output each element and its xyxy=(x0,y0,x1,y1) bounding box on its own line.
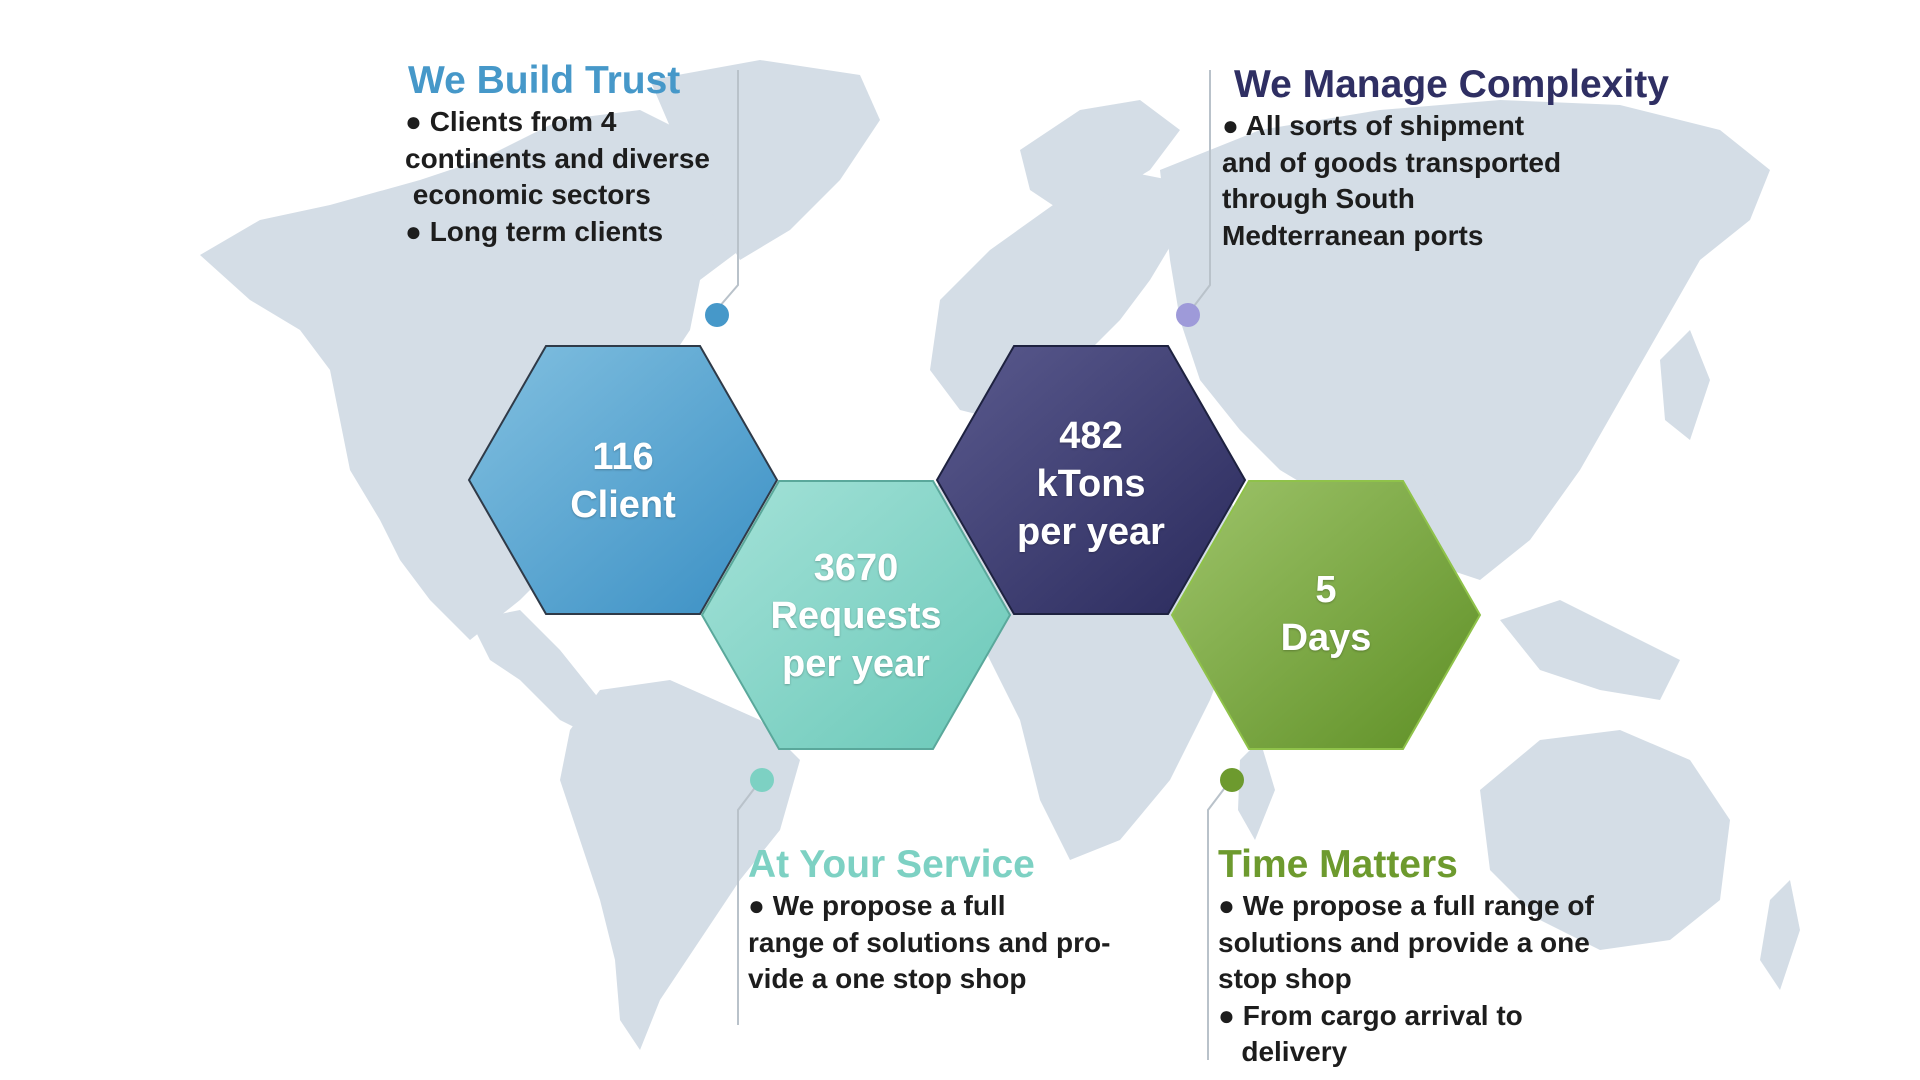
hexagon-ktons xyxy=(935,345,1247,615)
madagascar-shape xyxy=(1238,740,1275,840)
scandinavia-shape xyxy=(1020,100,1180,210)
hexagon-requests-value: 3670 xyxy=(813,547,899,589)
info-title-trust: We Build Trust xyxy=(408,59,681,102)
info-block-complexity: We Manage Complexity ● All sorts of ship… xyxy=(1222,62,1669,254)
europe-shape xyxy=(930,170,1180,420)
hexagon-requests xyxy=(700,480,1012,750)
info-block-trust: We Build Trust ● Clients from 4 continen… xyxy=(405,58,710,250)
hexagon-ktons-value: 482 xyxy=(1059,415,1123,457)
info-line: delivery xyxy=(1218,1036,1348,1067)
hexagon-clients xyxy=(467,345,779,615)
australia-shape xyxy=(1480,730,1730,950)
dot-trust xyxy=(705,303,729,327)
info-line: ● Clients from 4 xyxy=(405,106,617,137)
info-line: Medterranean ports xyxy=(1222,219,1484,251)
hexagon-days-label: Days xyxy=(1280,617,1372,659)
info-block-service: At Your Service ● We propose a full rang… xyxy=(748,842,1110,998)
hexagon-clients-label: Client xyxy=(570,484,676,526)
info-bullets-service: ● We propose a full range of solutions a… xyxy=(748,888,1110,998)
info-line: through South xyxy=(1222,183,1415,214)
asia-shape xyxy=(1160,100,1770,580)
info-title-time: Time Matters xyxy=(1218,843,1458,886)
connector-service xyxy=(737,780,761,1025)
info-bullets-complexity: ● All sorts of shipment and of goods tra… xyxy=(1222,108,1669,254)
info-line: and of goods transported xyxy=(1222,146,1562,178)
info-line: ● We propose a full xyxy=(748,890,1006,921)
hexagon-clients-value: 116 xyxy=(592,436,654,478)
dot-time xyxy=(1220,768,1244,792)
new-zealand-shape xyxy=(1760,880,1800,990)
info-line: vide a one stop shop xyxy=(748,963,1027,994)
hexagon-requests-unit: per year xyxy=(782,643,930,685)
info-line: ● From cargo arrival to xyxy=(1218,999,1523,1031)
info-bullets-trust: ● Clients from 4 continents and diverse … xyxy=(405,104,710,250)
dot-complexity xyxy=(1176,303,1200,327)
info-line: economic sectors xyxy=(405,179,651,210)
dot-service xyxy=(750,768,774,792)
japan-shape xyxy=(1660,330,1710,440)
info-line: stop shop xyxy=(1218,963,1352,994)
info-line: range of solutions and pro- xyxy=(748,926,1111,958)
hexagon-ktons-unit: per year xyxy=(1017,511,1165,553)
info-block-time: Time Matters ● We propose a full range o… xyxy=(1218,842,1594,1071)
info-line: ● We propose a full range of xyxy=(1218,890,1594,921)
info-line: ● All sorts of shipment xyxy=(1222,110,1525,141)
info-title-service: At Your Service xyxy=(748,843,1035,886)
hexagon-days-text: 5 Days xyxy=(1206,566,1446,662)
south-america-shape xyxy=(560,680,800,1050)
southeast-asia-shape xyxy=(1500,600,1680,700)
hexagon-requests-label: Requests xyxy=(770,595,942,637)
connector-time xyxy=(1207,780,1231,1060)
hexagon-ktons-text: 482 kTons per year xyxy=(971,412,1211,556)
connector-complexity xyxy=(1187,70,1211,315)
info-line: solutions and provide a one xyxy=(1218,926,1590,958)
hexagon-clients-text: 116 Client xyxy=(503,433,743,529)
info-line: ● Long term clients xyxy=(405,215,664,247)
hexagon-days-value: 5 xyxy=(1315,569,1337,611)
greenland-shape xyxy=(650,60,880,260)
hexagon-requests-text: 3670 Requests per year xyxy=(736,544,976,688)
hexagon-days xyxy=(1170,480,1482,750)
info-line: continents and diverse xyxy=(405,142,710,174)
hexagon-ktons-label: kTons xyxy=(1036,463,1146,505)
info-title-complexity: We Manage Complexity xyxy=(1234,63,1669,106)
connector-trust xyxy=(712,70,739,315)
north-america-shape xyxy=(200,110,780,640)
info-bullets-time: ● We propose a full range of solutions a… xyxy=(1218,888,1594,1071)
